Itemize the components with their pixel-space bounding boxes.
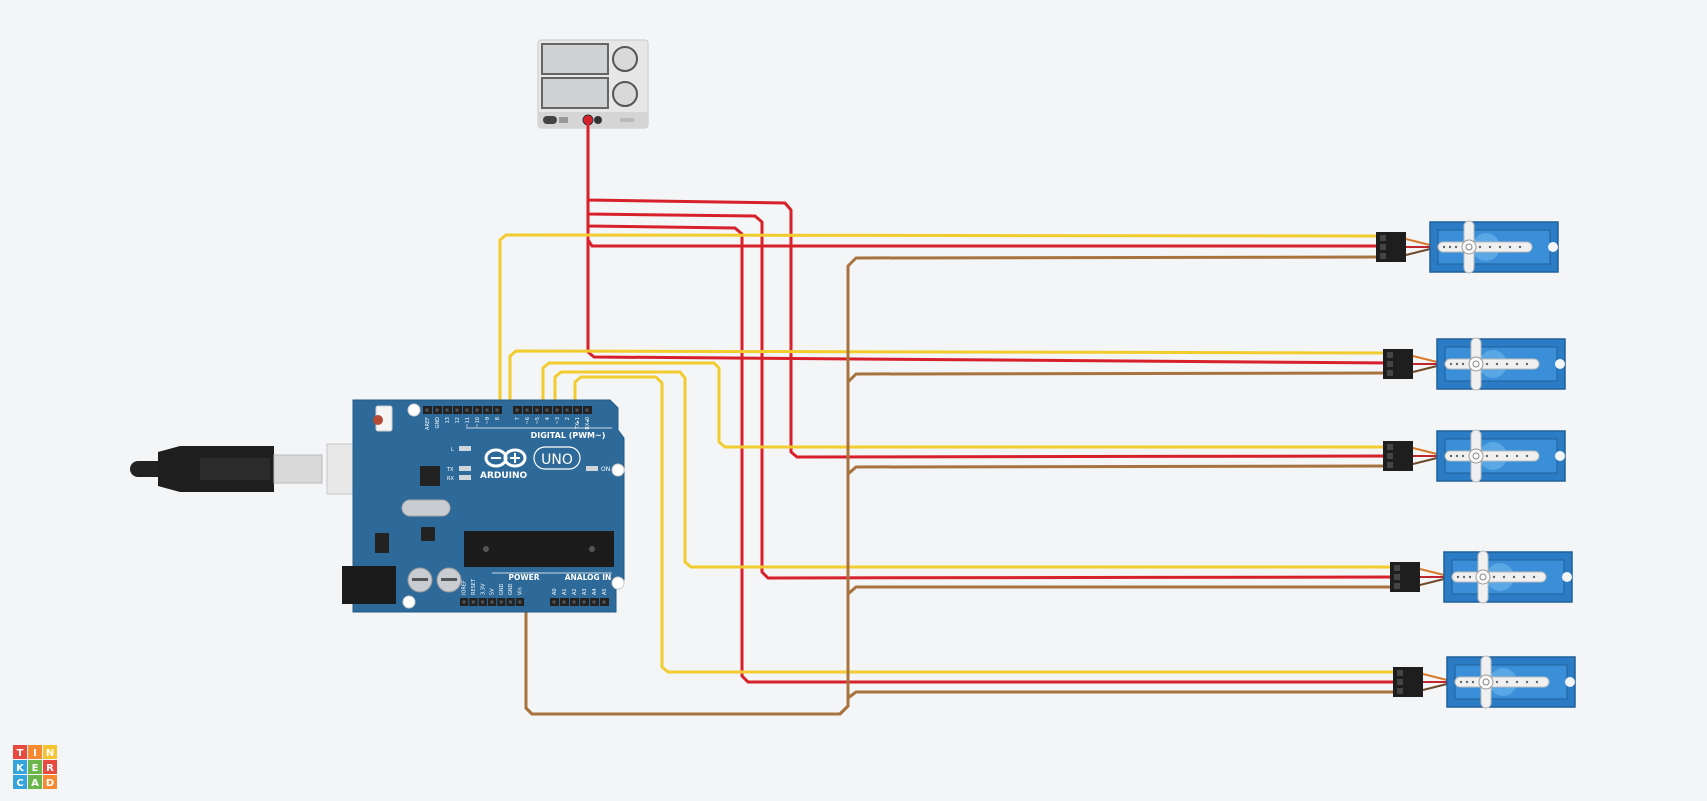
logo-letter: T [17, 748, 24, 759]
signal-wire-pin-10 [498, 233, 1388, 411]
pin-label: TX▸1 [575, 417, 581, 430]
pin-label: RESET [471, 578, 477, 595]
pin-label: IOREF [462, 580, 468, 595]
pin-label: ~9 [485, 417, 491, 424]
logo-letter: E [32, 763, 39, 774]
pin-label: A2 [572, 588, 578, 595]
dc-power-jack [342, 566, 396, 604]
signal-wire-pin-3 [573, 375, 1402, 674]
pin-label: A5 [602, 588, 608, 595]
logo-letter: C [16, 778, 23, 789]
signal-wire-pin-6 [541, 361, 1395, 449]
pin-label: AREF [425, 417, 431, 430]
pin-label: ~6 [525, 417, 531, 424]
servo-horn[interactable] [1444, 450, 1540, 462]
power-wire-servo-5 [586, 118, 1402, 684]
arduino-brand: ARDUINO [480, 471, 528, 481]
analog-pin-header[interactable]: A0 A1 A2 A3 A4 A5 [550, 588, 609, 606]
servo-motor-3[interactable] [1383, 429, 1566, 483]
pin-label: 2 [565, 417, 571, 420]
power-wire-servo-2 [586, 118, 1395, 365]
led-label-on: ON [601, 466, 610, 473]
logo-letter: N [46, 748, 54, 759]
ground-wire-servo-2 [524, 371, 1395, 716]
pin-label: RX◂0 [585, 417, 591, 430]
arduino-logo-icon [484, 448, 527, 468]
pin-label: A4 [592, 588, 598, 595]
servo-motor-1[interactable] [1376, 220, 1559, 274]
pin-label: A1 [562, 588, 568, 595]
power-supply-icon[interactable] [537, 39, 649, 129]
signal-wire-pin-5 [553, 370, 1402, 569]
logo-letter: D [46, 778, 54, 789]
pin-label: A3 [582, 588, 588, 595]
pin-label: 13 [445, 417, 451, 423]
pin-label: GND [435, 417, 441, 429]
pin-label: 7 [515, 417, 521, 420]
digital-pin-header[interactable]: AREF GND 13 12 ~11 ~10 ~9 8 7 ~6 ~5 4 ~3 2 TX▸1 RX◂0 [423, 406, 592, 430]
ground-wire-servo-4 [524, 585, 1402, 716]
servo-motor-4[interactable] [1390, 550, 1573, 604]
led-label-l: L [451, 447, 454, 453]
pin-label: A0 [552, 588, 558, 595]
ground-wire-servo-5 [524, 601, 1402, 716]
power-header-label: POWER [508, 573, 539, 582]
pin-label: ~11 [465, 417, 471, 428]
pin-label: ~10 [475, 417, 481, 428]
pin-label: 8 [495, 417, 501, 420]
pin-label: ~3 [555, 417, 561, 424]
analog-header-label: ANALOG IN [565, 573, 612, 582]
signal-wire-pin-9 [508, 349, 1395, 411]
pin-label: 4 [545, 417, 551, 420]
arduino-uno-board[interactable]: L TX RX ON ARDUINO UNO DIGITAL (PWM~) PO… [342, 399, 625, 613]
pin-label: 12 [455, 417, 461, 423]
logo-letter: I [33, 748, 37, 759]
logo-letter: K [16, 763, 25, 774]
servo-motor-2[interactable] [1383, 337, 1566, 391]
pin-label: ~5 [535, 417, 541, 424]
servo-motor-5[interactable] [1393, 655, 1576, 709]
pin-label: 5V [490, 588, 496, 595]
servo-horn[interactable] [1451, 571, 1547, 583]
servo-horn[interactable] [1437, 241, 1533, 253]
logo-letter: A [31, 778, 39, 789]
logo-letter: R [46, 763, 54, 774]
ground-wire-servo-3 [524, 464, 1395, 716]
power-wire-servo-4 [586, 118, 1402, 580]
arduino-model: UNO [541, 452, 573, 468]
pin-label: GND [499, 583, 505, 595]
usb-chip [420, 466, 440, 486]
power-wire-servo-3 [586, 118, 1395, 459]
crystal-oscillator [401, 499, 451, 517]
led-label-rx: RX [447, 476, 454, 482]
servo-horn[interactable] [1454, 676, 1550, 688]
pin-label: 3.3V [480, 583, 486, 595]
ground-wire-servo-1 [524, 255, 1388, 716]
led-label-tx: TX [446, 467, 454, 473]
pin-label: GND [508, 583, 514, 595]
servo-horn[interactable] [1444, 358, 1540, 370]
pin-label: Vin [517, 587, 523, 595]
digital-header-label: DIGITAL (PWM~) [531, 431, 606, 440]
